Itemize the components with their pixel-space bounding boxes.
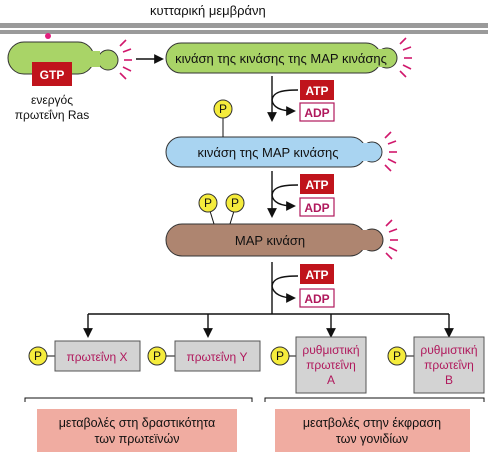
branch-arrows [83,313,454,338]
phosphate-mapk-2 [225,193,245,213]
mapk-protein: MAP κινάση [165,223,384,257]
regulatory-protein-b: P ρυθμιστική πρωτεΐνη B [387,336,485,394]
membrane-line-outer [0,23,488,28]
reg-b-line2: πρωτεΐνη [424,358,474,372]
atp-label-1: ATP [305,84,328,98]
phosphate-a-label: P [276,349,284,363]
outcome-protein-activity: μεταβολές στη δραστικότητα των πρωτεϊνών [37,409,237,452]
outcome-expression-line1: μεατβολές στην έκφραση [303,416,441,430]
outcome-activity-line2: των πρωτεϊνών [94,432,179,446]
ras-activation-rays-icon [119,39,132,80]
outcome-activity-line1: μεταβολές στη δραστικότητα [59,416,216,430]
regulatory-protein-a: P ρυθμιστική πρωτεΐνη A [270,336,367,394]
atp-label-3: ATP [305,268,328,282]
phosphate-b-label: P [393,349,401,363]
adp-badge-3 [299,288,335,308]
phosphate-mapk-1-label: P [204,196,212,210]
lipid-anchor-icon [45,33,51,39]
phosphorylation-step-3: ATP ADP [271,262,335,314]
atp-badge-3 [300,264,334,284]
ras-protein: GTP [7,41,119,86]
reg-b-line1: ρυθμιστική [420,343,477,357]
membrane-label: κυτταρική μεμβράνη [150,3,266,18]
grouping-brackets [24,397,485,402]
membrane-line-inner [0,30,488,34]
adp-badge-1 [299,102,335,122]
ras-label-line1: ενεργός [31,93,73,107]
phosphorylation-step-2: ATP ADP [267,171,335,218]
protein-x-label: πρωτεΐνη X [66,350,127,364]
mapkk-label: κινάση της MAP κινάσης [198,145,339,160]
mapkkk-activation-rays-icon [399,37,412,78]
protein-x: P πρωτεΐνη X [28,340,141,372]
phosphate-mapkk [213,99,233,119]
mapkk-protein: κινάση της MAP κινάσης [165,136,383,168]
mapk-activation-rays-icon [385,219,398,260]
mapkkk-label: κινάση της κινάσης της MAP κινάσης [175,51,387,66]
protein-y-label: πρωτεΐνη Y [186,350,247,364]
reg-a-line2: πρωτεΐνη [306,358,356,372]
mapk-label: MAP κινάση [235,233,305,248]
outcome-gene-expression: μεατβολές στην έκφραση των γονιδίων [275,409,470,452]
reg-a-line3: A [327,373,335,387]
phosphorylation-step-1: ATP ADP [267,76,335,122]
ras-label-line2: πρωτεΐνη Ras [15,108,89,122]
reg-a-line1: ρυθμιστική [302,343,359,357]
mapkk-activation-rays-icon [384,131,397,172]
phosphate-mapkk-label: P [219,102,227,116]
phosphate-mapk-2-label: P [231,196,239,210]
mapkkk-protein: κινάση της κινάσης της MAP κινάσης [165,42,398,74]
reg-b-line3: B [445,373,453,387]
adp-badge-2 [299,197,335,217]
atp-badge-1 [300,80,334,100]
phosphate-y-label: P [153,349,161,363]
gtp-badge [32,62,72,86]
adp-label-3: ADP [304,292,329,306]
atp-badge-2 [300,174,334,194]
protein-y: P πρωτεΐνη Y [147,340,261,372]
adp-label-1: ADP [304,106,329,120]
phosphate-mapk-1 [198,193,218,213]
gtp-label: GTP [40,68,65,82]
adp-label-2: ADP [304,201,329,215]
outcome-expression-line2: των γονιδίων [336,432,408,446]
phosphate-x-label: P [34,349,42,363]
atp-label-2: ATP [305,178,328,192]
